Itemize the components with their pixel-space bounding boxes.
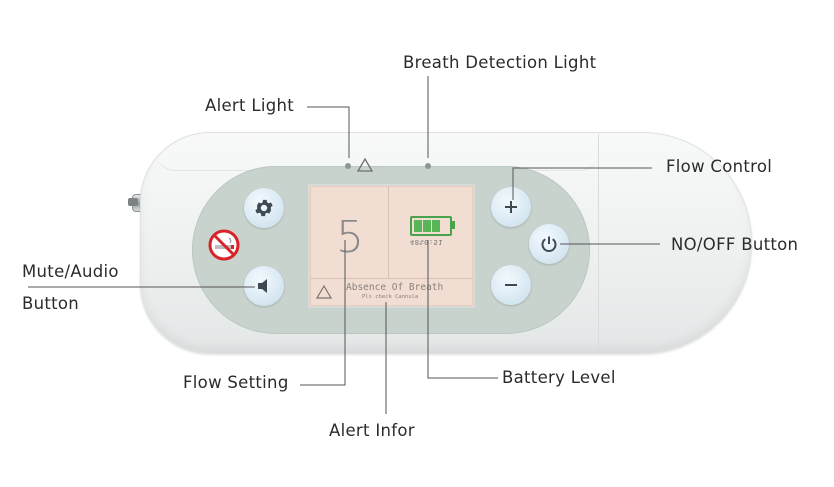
speaker-icon	[258, 279, 267, 293]
minus-icon	[505, 284, 517, 286]
device-seam	[598, 134, 599, 352]
alert-message: Absence Of Breath	[346, 282, 444, 293]
flow-plus-button[interactable]	[491, 187, 531, 227]
plus-icon	[505, 201, 517, 213]
alert-light	[345, 163, 351, 169]
settings-button[interactable]	[244, 188, 284, 228]
alert-subtext: Pls check Cannula	[362, 294, 419, 300]
flow-setting-value: 5	[336, 212, 364, 263]
callout-mute-audio: Mute/Audio	[22, 262, 119, 281]
power-icon	[541, 236, 557, 253]
alert-triangle-icon	[357, 158, 373, 172]
cannula-connector-tip	[128, 198, 138, 206]
callout-breath-detection-light: Breath Detection Light	[403, 53, 597, 72]
callout-alert-light: Alert Light	[205, 96, 294, 115]
callout-battery-level: Battery Level	[502, 368, 616, 387]
gear-icon	[255, 199, 273, 217]
callout-on-off-button: NO/OFF Button	[671, 235, 799, 254]
no-smoking-icon	[208, 229, 240, 261]
breath-detection-light	[425, 163, 431, 169]
mute-button[interactable]	[244, 266, 284, 306]
battery-segment	[423, 220, 431, 232]
flow-minus-button[interactable]	[491, 265, 531, 305]
callout-mute-audio-line2: Button	[22, 294, 80, 313]
battery-segment	[432, 220, 440, 232]
battery-segment	[414, 220, 422, 232]
lcd-divider-horizontal	[310, 278, 473, 279]
callout-flow-control: Flow Control	[666, 157, 773, 176]
battery-tip	[452, 221, 455, 229]
battery-icon	[410, 216, 452, 236]
lcd-divider-vertical	[388, 186, 389, 278]
lcd-screen: 5 48%0:51 Absence Of Breath Pls check Ca…	[308, 184, 475, 308]
callout-flow-setting: Flow Setting	[183, 373, 289, 392]
power-button[interactable]	[529, 224, 569, 264]
callout-alert-infor: Alert Infor	[329, 421, 415, 440]
alert-triangle-icon	[316, 285, 332, 299]
battery-readout: 48%0:51	[410, 238, 444, 246]
